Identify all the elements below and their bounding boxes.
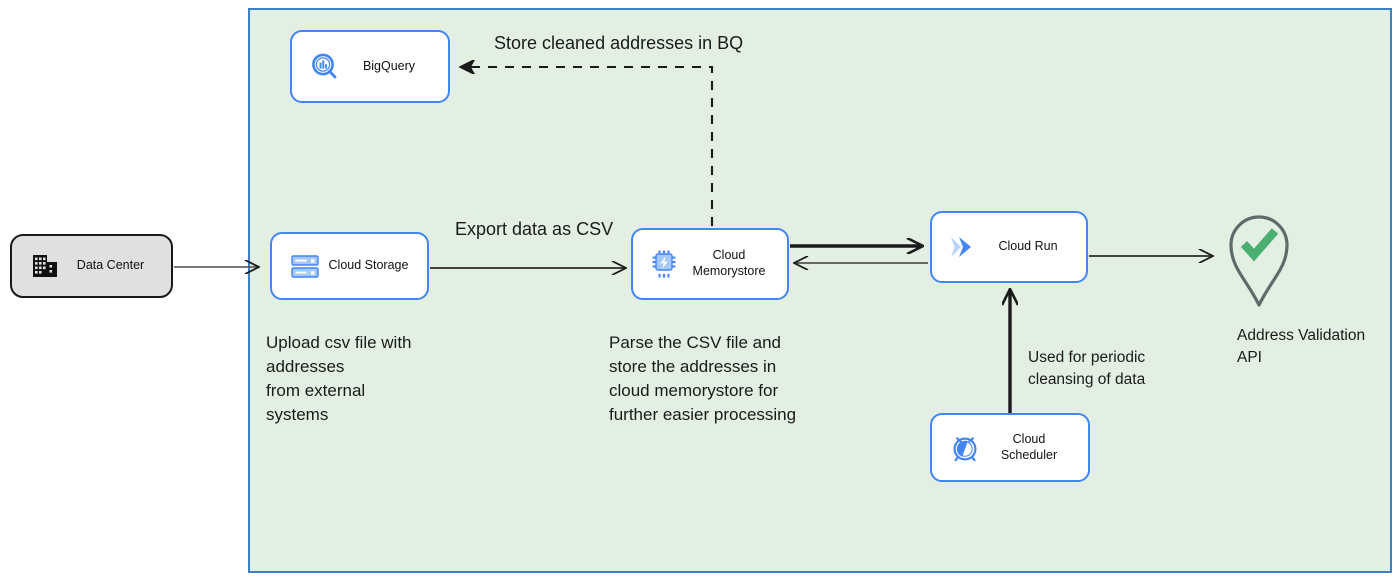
cloud-memorystore-icon — [649, 247, 683, 281]
caption-export-csv: Export data as CSV — [455, 219, 614, 239]
caption-parse-csv: Parse the CSV file and store the address… — [609, 333, 797, 425]
node-cloud-storage-label: Cloud Storage — [328, 258, 409, 273]
node-cloud-scheduler[interactable]: Cloud Scheduler — [930, 413, 1090, 482]
bigquery-icon — [308, 50, 342, 84]
node-data-center[interactable]: Data Center — [10, 234, 173, 298]
node-bigquery[interactable]: BigQuery — [290, 30, 450, 103]
node-cloud-run-label: Cloud Run — [998, 239, 1058, 254]
cloud-scheduler-icon — [948, 431, 982, 465]
map-pin-check-icon — [1229, 215, 1289, 307]
node-cloud-memorystore[interactable]: Cloud Memorystore — [631, 228, 789, 300]
cloud-run-icon — [948, 230, 982, 264]
node-data-center-label: Data Center — [76, 258, 145, 273]
node-cloud-memorystore-label: Cloud Memorystore — [692, 248, 766, 278]
node-cloud-scheduler-label: Cloud Scheduler — [1000, 431, 1058, 462]
node-cloud-run[interactable]: Cloud Run — [930, 211, 1088, 283]
node-address-validation-api[interactable] — [1221, 204, 1297, 309]
node-bigquery-label: BigQuery — [362, 58, 416, 73]
data-center-icon — [28, 249, 62, 283]
node-cloud-storage[interactable]: Cloud Storage — [270, 232, 429, 300]
label-address-validation-api: Address Validation API — [1237, 327, 1366, 366]
caption-periodic-cleansing: Used for periodic cleansing of data — [1028, 349, 1146, 389]
cloud-storage-icon — [288, 249, 322, 283]
caption-upload-csv: Upload csv file with addresses from exte… — [266, 333, 412, 425]
caption-store-in-bq: Store cleaned addresses in BQ — [494, 33, 744, 53]
